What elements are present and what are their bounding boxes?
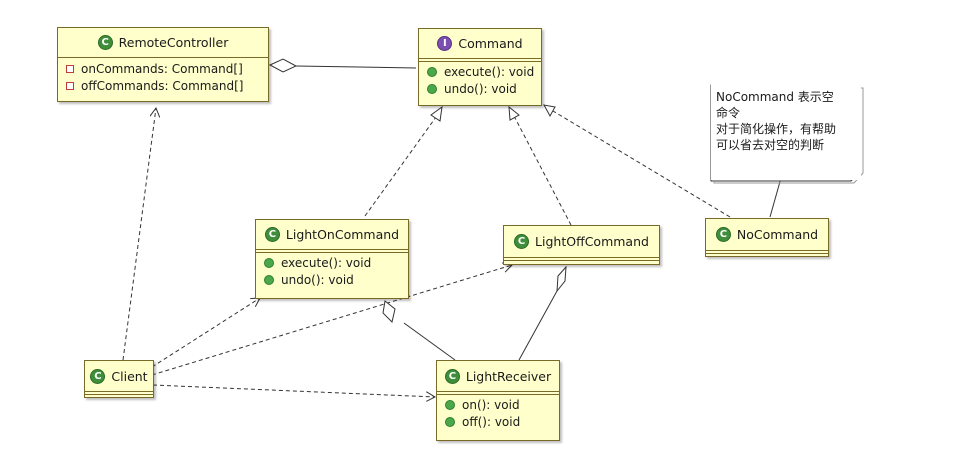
realization-arrow-lighton [430, 105, 443, 122]
operation-row: on(): void [437, 397, 559, 414]
interface-command[interactable]: I Command execute(): void undo(): void [418, 28, 542, 106]
aggregation-diamond-lighton [382, 300, 396, 323]
operation-label: undo(): void [281, 273, 354, 287]
attribute-row: onCommands: Command[] [58, 61, 268, 78]
realization-nocommand-command [552, 110, 731, 218]
public-operation-icon [427, 84, 437, 94]
aggregation-diamond-remote [268, 58, 298, 73]
class-icon: C [264, 227, 280, 242]
operation-label: off(): void [462, 415, 521, 429]
aggregation-lighton-receiver [403, 322, 456, 361]
class-name: LightOffCommand [535, 234, 649, 249]
class-remote-controller[interactable]: C RemoteController onCommands: Command[]… [57, 27, 269, 102]
class-light-receiver[interactable]: C LightReceiver on(): void off(): void [436, 360, 560, 441]
operation-label: execute(): void [281, 256, 372, 270]
class-name: Client [111, 368, 148, 384]
class-light-on-command[interactable]: C LightOnCommand execute(): void undo():… [255, 219, 409, 299]
class-name: NoCommand [736, 227, 819, 242]
class-name: RemoteController [118, 35, 229, 50]
class-name: LightOnCommand [285, 227, 400, 242]
operation-row: undo(): void [256, 272, 408, 289]
operation-row: undo(): void [419, 81, 541, 98]
operation-row: execute(): void [419, 64, 541, 81]
class-icon: C [90, 368, 106, 384]
aggregation-lightoff-receiver [518, 290, 558, 361]
dependency-client-remote [122, 108, 156, 361]
class-icon: C [97, 35, 113, 50]
class-client[interactable]: C Client [84, 360, 154, 398]
dependency-client-receiver [152, 384, 435, 397]
public-operation-icon [445, 417, 455, 427]
note-anchor-line [769, 177, 782, 218]
aggregation-remote-command [295, 65, 417, 69]
operation-label: execute(): void [444, 65, 535, 79]
attribute-label: onCommands: Command[] [81, 62, 243, 76]
public-operation-icon [264, 275, 274, 285]
class-name: LightReceiver [465, 368, 552, 384]
class-icon: C [444, 368, 460, 384]
class-name: Command [458, 36, 523, 51]
dependency-client-lighton [151, 298, 260, 368]
class-no-command[interactable]: C NoCommand [705, 218, 829, 257]
private-attribute-icon [66, 65, 74, 73]
realization-lighton-command [364, 116, 437, 217]
interface-icon: I [437, 36, 453, 51]
realization-lightoff-command [513, 115, 572, 226]
attribute-label: offCommands: Command[] [81, 79, 244, 93]
realization-arrow-lightoff [508, 105, 520, 121]
attribute-row: offCommands: Command[] [58, 78, 268, 95]
class-icon: C [715, 227, 731, 242]
public-operation-icon [427, 67, 437, 77]
realization-arrow-nocommand [543, 104, 556, 118]
operation-label: undo(): void [444, 82, 517, 96]
private-attribute-icon [66, 82, 74, 90]
public-operation-icon [264, 258, 274, 268]
class-light-off-command[interactable]: C LightOffCommand [503, 225, 660, 265]
operation-row: execute(): void [256, 255, 408, 272]
comment-note[interactable]: NoCommand 表示空 命令 对于简化操作，有帮助 可以省去对空的判断 [711, 84, 861, 180]
aggregation-diamond-lightoff [556, 265, 567, 293]
operation-row: off(): void [437, 414, 559, 431]
class-icon: C [514, 234, 530, 249]
operation-label: on(): void [462, 398, 520, 412]
public-operation-icon [445, 400, 455, 410]
